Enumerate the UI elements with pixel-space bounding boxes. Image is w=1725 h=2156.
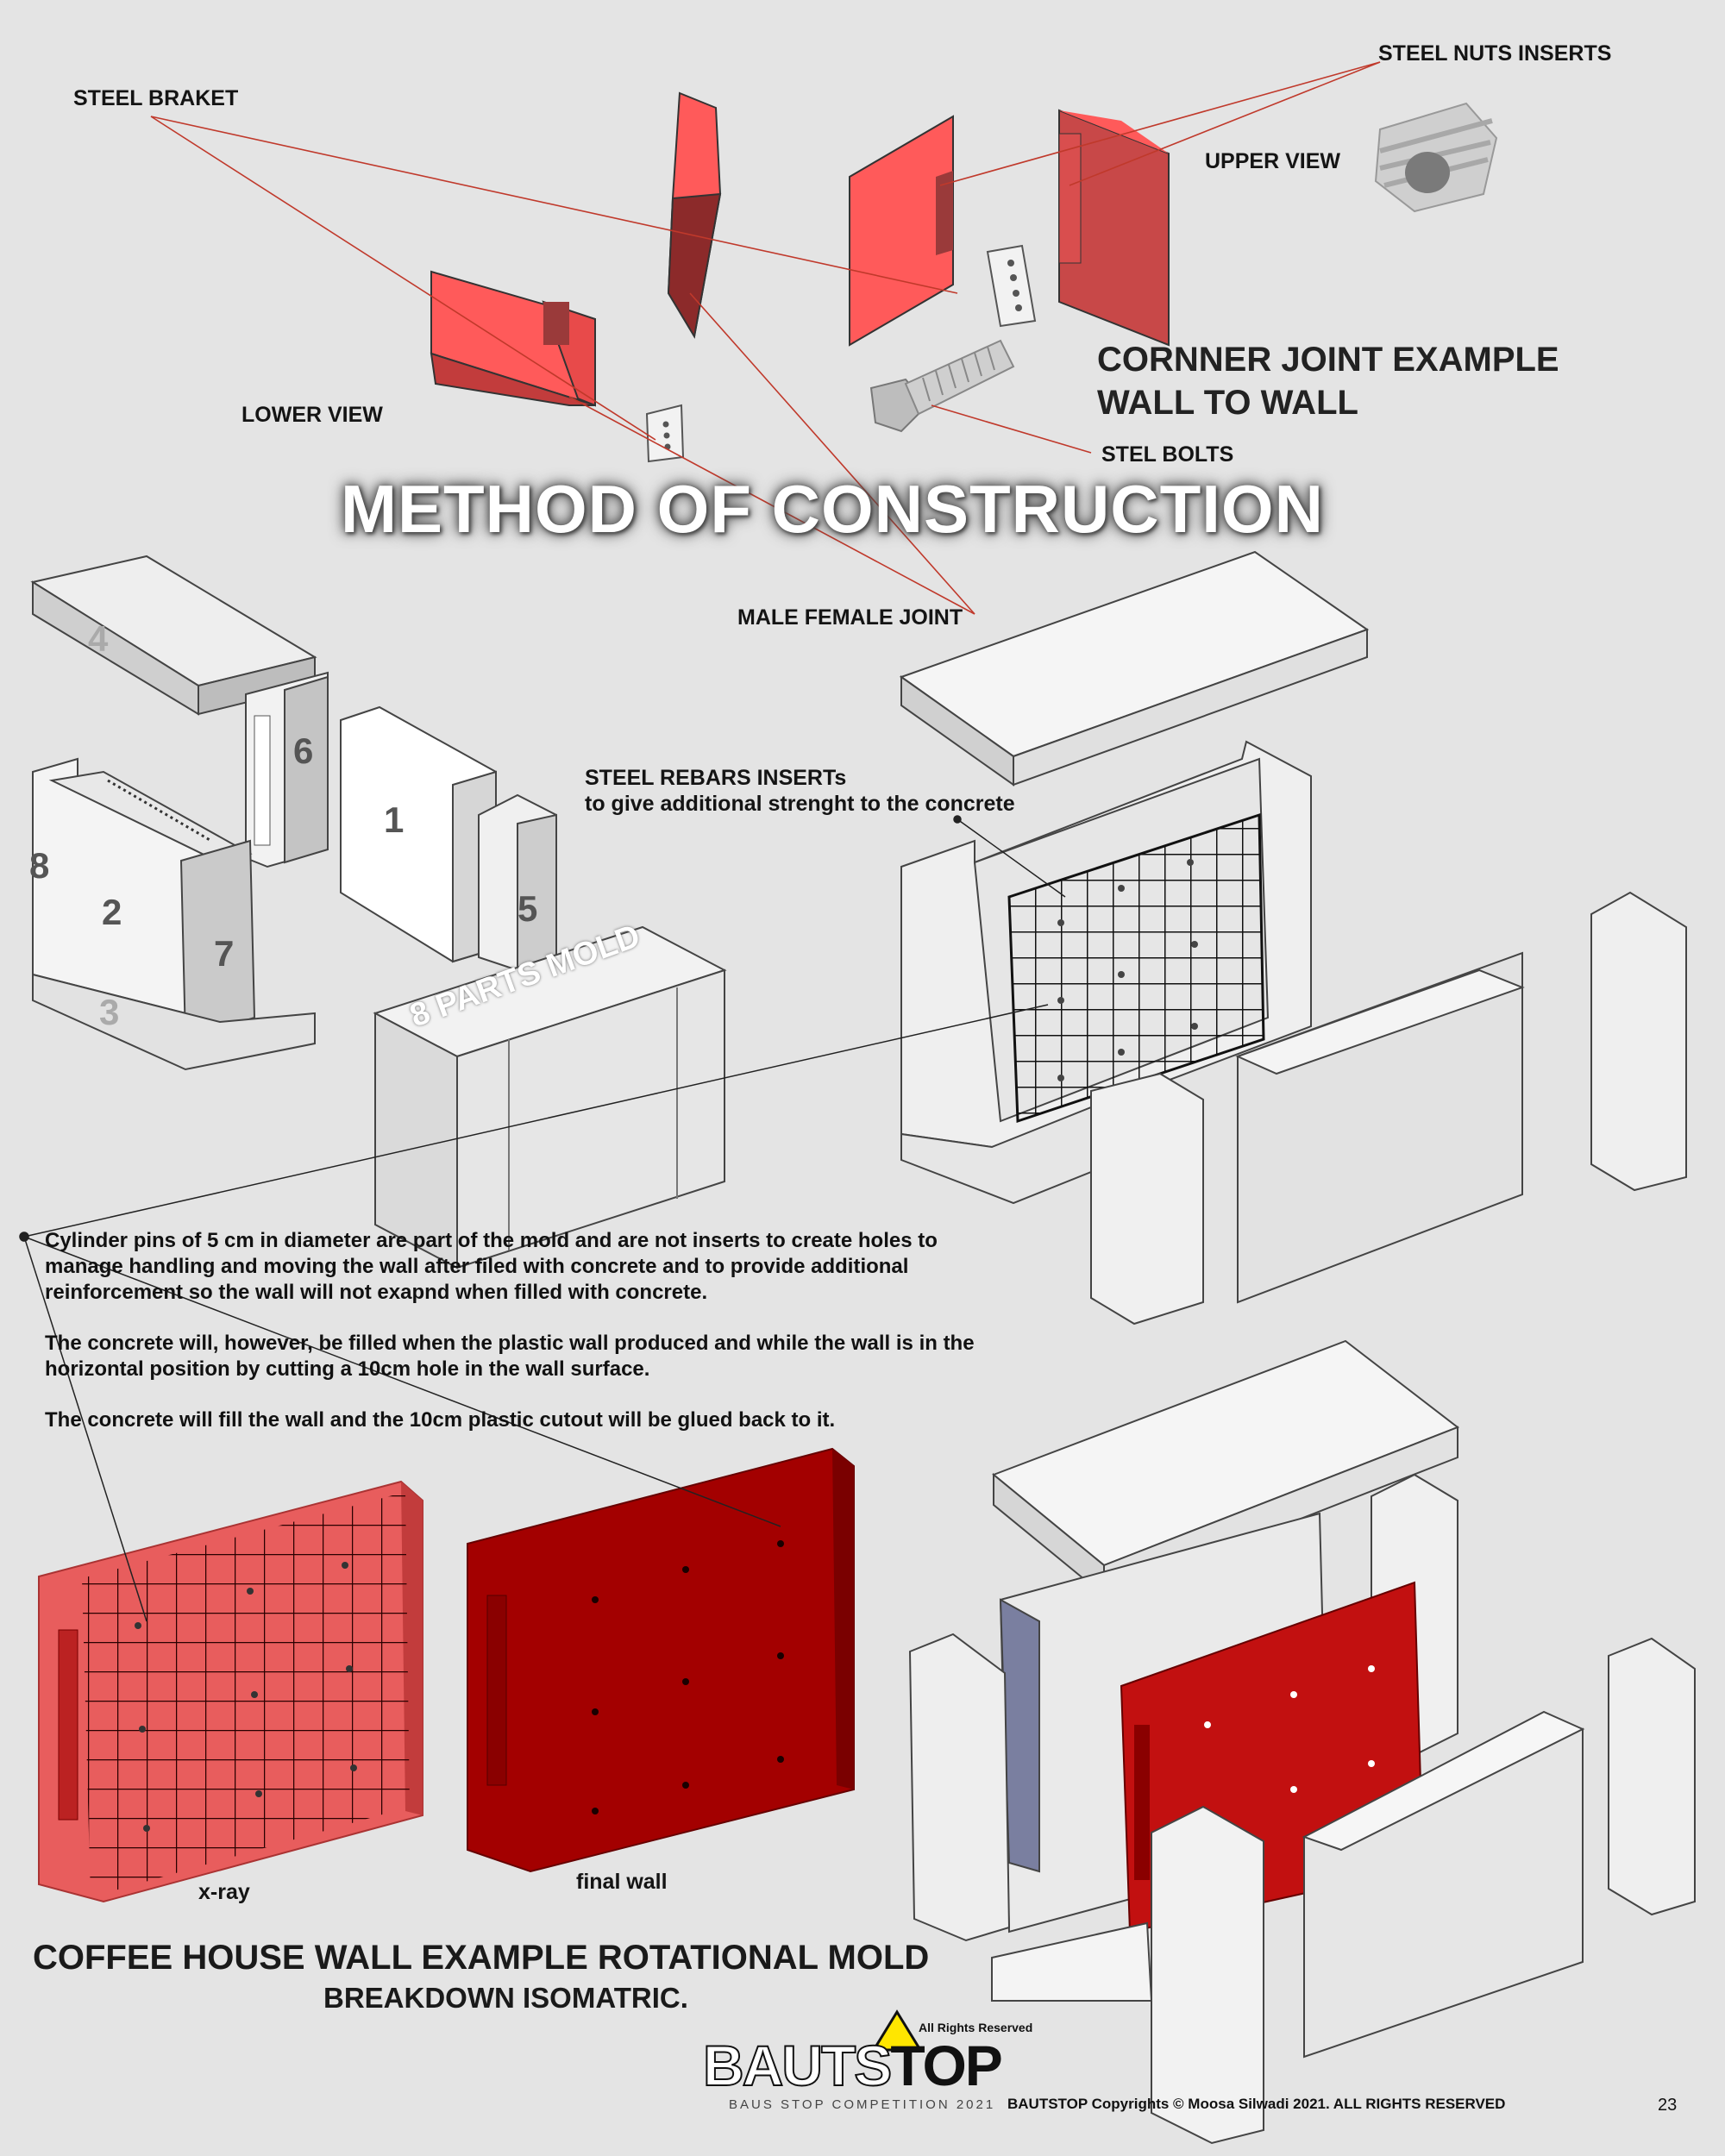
tall-wall-piece xyxy=(667,91,722,339)
part-number-3: 3 xyxy=(99,992,119,1032)
note-paragraph-1: Cylinder pins of 5 cm in diameter are pa… xyxy=(45,1229,938,1304)
note-paragraph-3: The concrete will fill the wall and the … xyxy=(45,1408,836,1432)
bautstop-logo: BAUTSTOP xyxy=(702,2034,1003,2097)
part-number-6: 6 xyxy=(293,730,313,771)
mold-part-6 xyxy=(245,671,329,868)
part-number-5: 5 xyxy=(518,888,537,929)
footer-title: COFFEE HOUSE WALL EXAMPLE ROTATIONAL MOL… xyxy=(33,1939,930,1977)
logo-triangle-icon xyxy=(871,2009,923,2052)
steel-braket-label: STEEL BRAKET xyxy=(73,86,239,110)
xray-wall xyxy=(38,1480,423,1903)
copyright: BAUTSTOP Copyrights © Moosa Silwadi 2021… xyxy=(1007,2096,1506,2112)
mold-part-5 xyxy=(478,793,557,972)
corner-joint-title-line1: CORNNER JOINT EXAMPLE xyxy=(1097,341,1559,379)
mold-part-2 xyxy=(32,757,253,1024)
logo-text-a: BAUTS xyxy=(702,2034,893,2097)
part-numbers: 1 2 3 4 5 6 7 8 xyxy=(29,618,537,1032)
note-paragraph-2: The concrete will, however, be filled wh… xyxy=(45,1332,975,1381)
steel-bracket-lower xyxy=(645,404,685,463)
note-leader-lines xyxy=(19,815,1066,1622)
bottom-mold-side-blocks xyxy=(908,1633,1696,2145)
top-leader-lines xyxy=(150,61,1381,615)
logo-subtitle: BAUS STOP COMPETITION 2021 xyxy=(729,2097,996,2112)
mold-part-7 xyxy=(179,839,256,1041)
part-number-8: 8 xyxy=(29,845,49,886)
logo-text-b: TO xyxy=(890,2034,966,2097)
steel-rebars-label: STEEL REBARS INSERTs xyxy=(585,766,847,790)
footer-subtitle: BREAKDOWN ISOMATRIC. xyxy=(323,1982,688,2014)
stel-bolts-label: STEL BOLTS xyxy=(1101,442,1234,467)
lower-view-label: LOWER VIEW xyxy=(242,403,383,427)
upper-view-wall-piece-right xyxy=(1058,109,1170,347)
right-mold-side-blocks xyxy=(1090,891,1687,1326)
mold-part-3 xyxy=(32,973,316,1071)
xray-label: x-ray xyxy=(198,1880,250,1904)
logo-rights: All Rights Reserved xyxy=(919,2021,1033,2034)
mold-part-1 xyxy=(340,705,497,963)
mold-part-4 xyxy=(30,555,317,716)
part-number-1: 1 xyxy=(384,799,404,840)
steel-nuts-inserts-label: STEEL NUTS INSERTS xyxy=(1378,41,1612,66)
rebar-grid xyxy=(1007,812,1265,1124)
corner-joint-title-line2: WALL TO WALL xyxy=(1097,384,1358,422)
corner-joint-title: CORNNER JOINT EXAMPLE WALL TO WALL xyxy=(1097,338,1559,424)
male-female-joint-label: MALE FEMALE JOINT xyxy=(737,605,963,630)
steel-rebars-sublabel: to give additional strenght to the concr… xyxy=(585,792,1015,816)
mold-assembled xyxy=(373,925,727,1269)
part-number-4: 4 xyxy=(88,618,109,659)
final-wall-label: final wall xyxy=(576,1870,668,1894)
final-wall xyxy=(467,1447,855,1873)
steel-nut-insert-icon xyxy=(1374,102,1498,213)
upper-view-wall-piece-left xyxy=(849,115,954,347)
steel-bracket-upper xyxy=(986,244,1037,328)
part-number-7: 7 xyxy=(214,933,234,974)
upper-view-label: UPPER VIEW xyxy=(1205,149,1340,173)
part-number-2: 2 xyxy=(102,892,122,932)
lower-view-wall-piece xyxy=(430,270,596,407)
page-number: 23 xyxy=(1658,2096,1678,2115)
logo-text-c: P xyxy=(964,2034,1003,2097)
right-mold-top-slab xyxy=(899,550,1370,787)
construction-notes: Cylinder pins of 5 cm in diameter are pa… xyxy=(45,1228,976,1458)
steel-bolt-icon xyxy=(869,339,1015,433)
page-title: METHOD OF CONSTRUCTION xyxy=(341,471,1324,547)
